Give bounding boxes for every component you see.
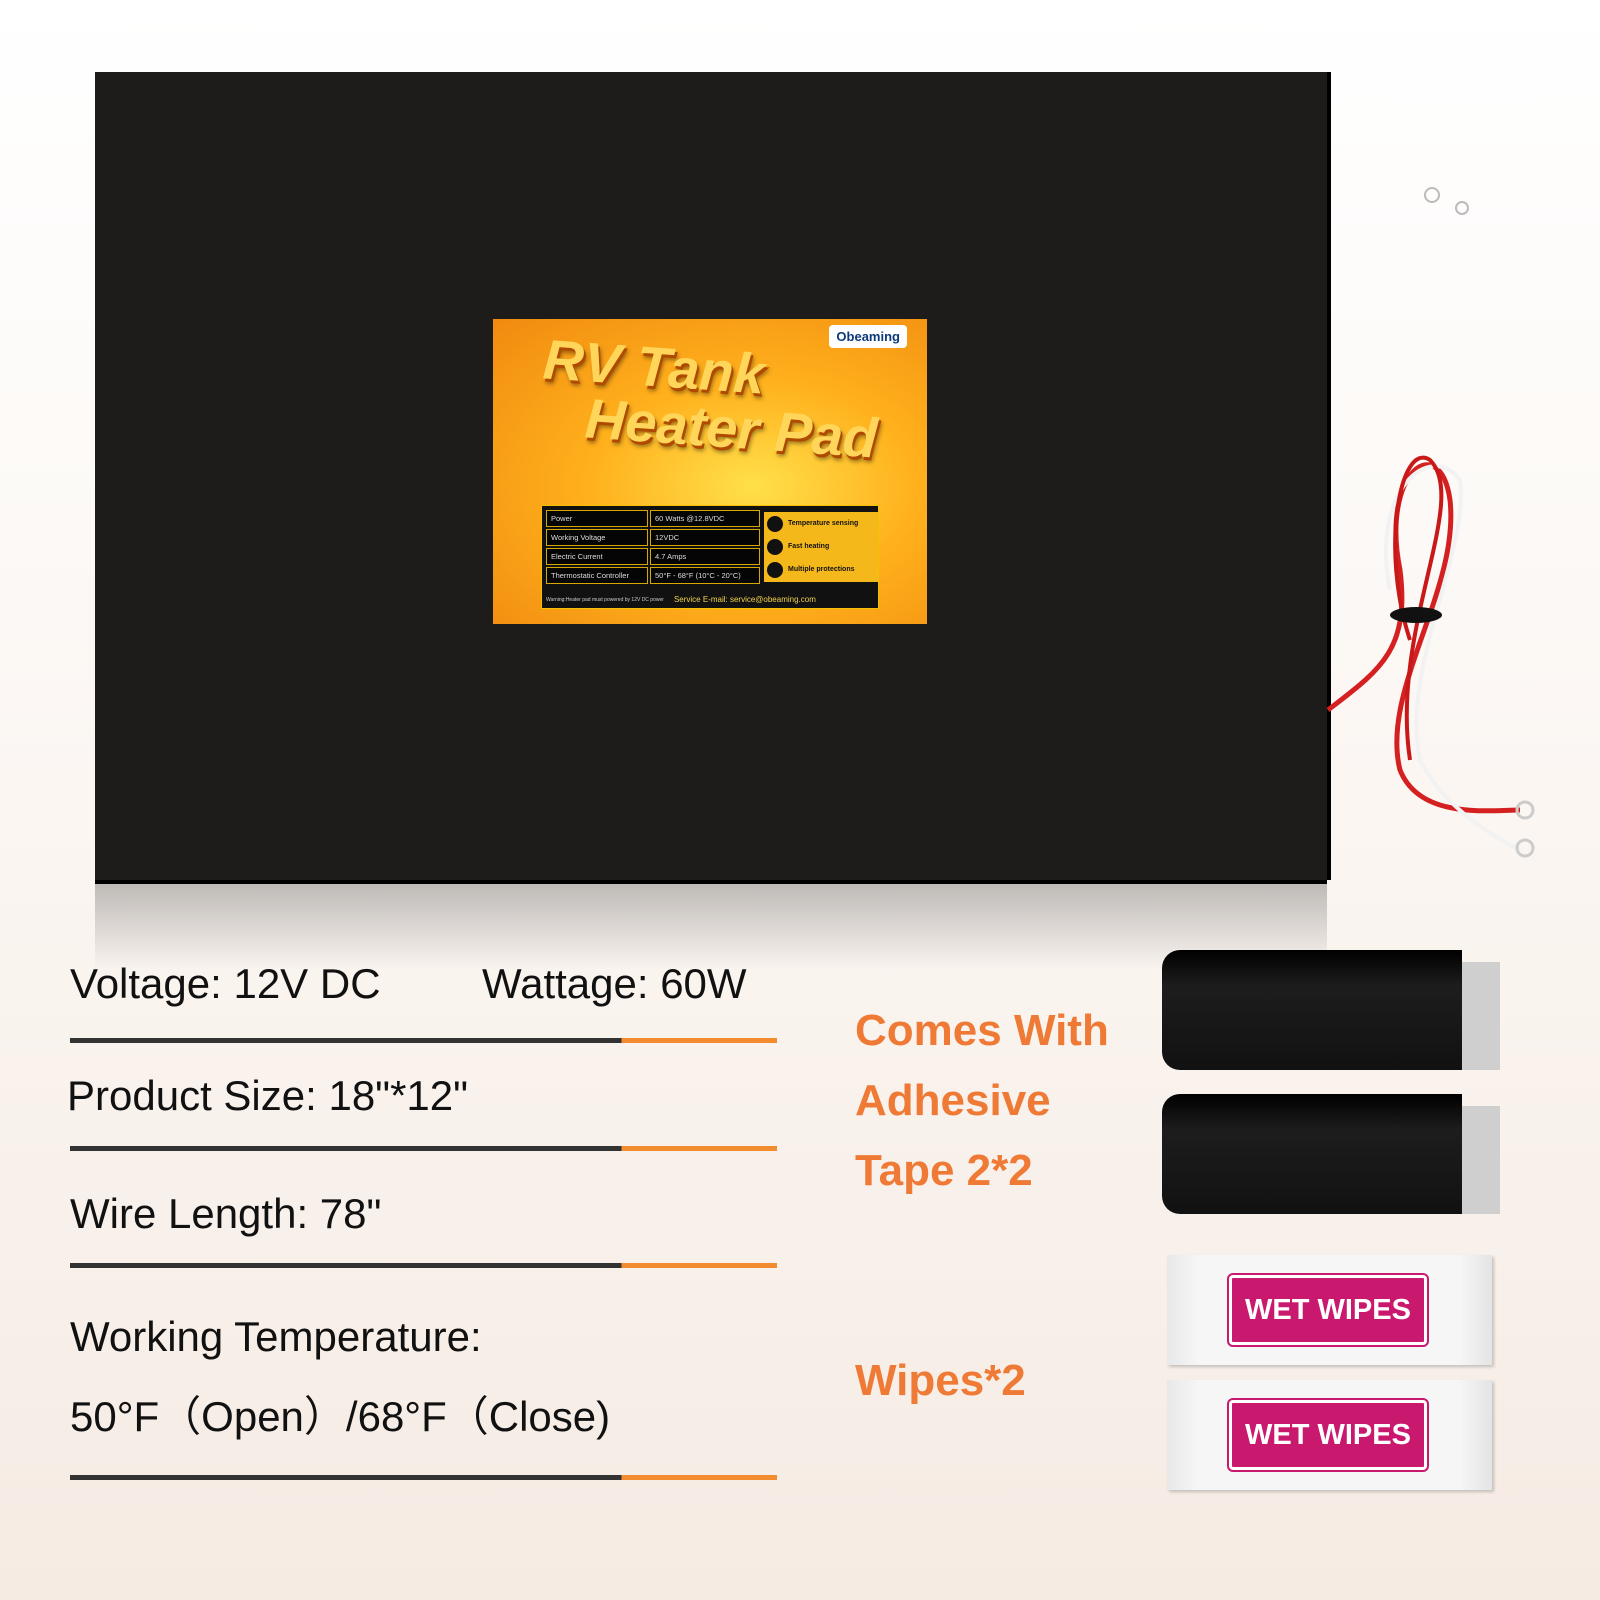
wipe-label: WET WIPES — [1227, 1273, 1429, 1347]
spec-key: Electric Current — [546, 548, 648, 565]
feature-list: Temperature sensing Fast heating Multipl… — [764, 512, 878, 582]
tape-caption-line: Adhesive — [855, 1076, 1051, 1125]
voltage-spec: Voltage: 12V DC — [70, 960, 381, 1007]
wipe-label: WET WIPES — [1227, 1398, 1429, 1472]
label-title: RV Tank Heater Pad — [538, 327, 884, 469]
spec-key: Thermostatic Controller — [546, 567, 648, 584]
shield-icon — [767, 561, 783, 578]
wipes-caption: Wipes*2 — [855, 1356, 1026, 1405]
spec-key: Working Voltage — [546, 529, 648, 546]
divider — [70, 1146, 777, 1151]
feature-item: Multiple protections — [764, 558, 878, 581]
feature-label: Fast heating — [788, 543, 830, 550]
wire-bundle-image — [1326, 187, 1535, 858]
feature-label: Temperature sensing — [788, 520, 859, 527]
warning-text: Warning:Heater pad must powered by 12V D… — [546, 596, 664, 603]
temperature-value: 50°F（Open）/68°F（Close) — [70, 1393, 611, 1440]
label-footer: Warning:Heater pad must powered by 12V D… — [546, 595, 816, 604]
feature-label: Multiple protections — [788, 566, 855, 573]
service-email: Service E-mail: service@obeaming.com — [673, 595, 816, 604]
wet-wipe-packet: WET WIPES — [1167, 1380, 1492, 1490]
wattage-spec: Wattage: 60W — [482, 960, 747, 1007]
temperature-label: Working Temperature: — [70, 1313, 482, 1360]
divider — [70, 1475, 777, 1480]
tape-caption: Comes With Adhesive Tape 2*2 — [855, 996, 1109, 1206]
flame-icon — [767, 538, 783, 555]
spec-value: 60 Watts @12.8VDC — [650, 510, 760, 527]
spec-value: 50°F - 68°F (10°C - 20°C) — [650, 567, 760, 584]
size-spec: Product Size: 18"*12" — [67, 1072, 469, 1119]
spec-value: 4.7 Amps — [650, 548, 760, 565]
feature-item: Fast heating — [764, 535, 878, 558]
spec-key: Power — [546, 510, 648, 527]
adhesive-tape-roll — [1162, 950, 1500, 1070]
tape-caption-line: Tape 2*2 — [855, 1146, 1033, 1195]
pad-reflection — [95, 880, 1327, 970]
wet-wipe-packet: WET WIPES — [1167, 1255, 1492, 1365]
divider — [70, 1038, 777, 1043]
divider — [70, 1263, 777, 1268]
brand-logo: Obeaming — [829, 325, 907, 348]
spec-value: 12VDC — [650, 529, 760, 546]
tape-caption-line: Comes With — [855, 1006, 1109, 1055]
feature-item: Temperature sensing — [764, 512, 878, 535]
thermometer-icon — [767, 515, 783, 532]
wire-length-spec: Wire Length: 78" — [70, 1190, 382, 1237]
adhesive-tape-roll — [1162, 1094, 1500, 1214]
